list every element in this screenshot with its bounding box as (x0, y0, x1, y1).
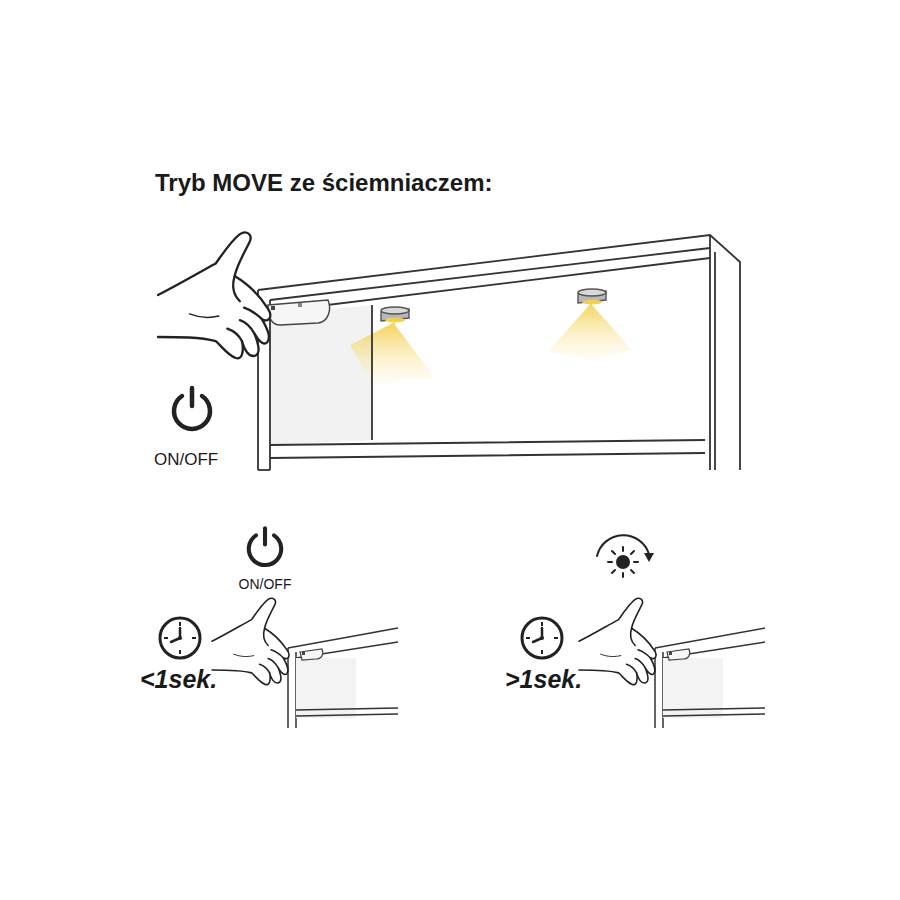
drawing-part (644, 553, 654, 562)
drawing-part (381, 307, 409, 314)
hand (579, 598, 656, 684)
cabinet (258, 235, 740, 470)
drawing-part (548, 302, 632, 360)
lamp (578, 289, 606, 305)
drawing-part (371, 305, 373, 440)
drawing-part (268, 300, 330, 325)
drawing-part (582, 300, 602, 305)
hand (212, 598, 289, 684)
dimmer-icon (597, 535, 654, 577)
drawing-part (270, 440, 705, 458)
hand (158, 232, 270, 358)
time-label: >1sek. (505, 666, 582, 694)
drawing-part (270, 258, 710, 312)
clock-icon (522, 618, 562, 658)
power-icon (174, 388, 210, 429)
cabinet (655, 628, 765, 728)
cabinet (288, 628, 398, 728)
drawing-part (271, 306, 275, 310)
drawing-part (350, 322, 435, 384)
drawing-part (385, 318, 405, 323)
power-icon (249, 528, 281, 565)
drawing-part (597, 535, 649, 556)
drawing-part (258, 469, 270, 471)
drawing-part (270, 305, 372, 445)
drawing-part (608, 547, 638, 577)
drawing-part (270, 248, 710, 300)
drawing-part (258, 235, 740, 470)
time-label: <1sek. (140, 666, 217, 694)
title: Tryb MOVE ze ściemniaczem: (155, 170, 492, 196)
drawing-part (710, 235, 715, 470)
sensor (268, 300, 330, 325)
drawing-part (298, 303, 302, 307)
power-label: ON/OFF (154, 451, 218, 470)
lamp (381, 307, 409, 323)
power-label: ON/OFF (239, 577, 292, 592)
clock-icon (160, 618, 200, 658)
drawing-part (616, 555, 630, 569)
drawing-part (578, 289, 606, 296)
